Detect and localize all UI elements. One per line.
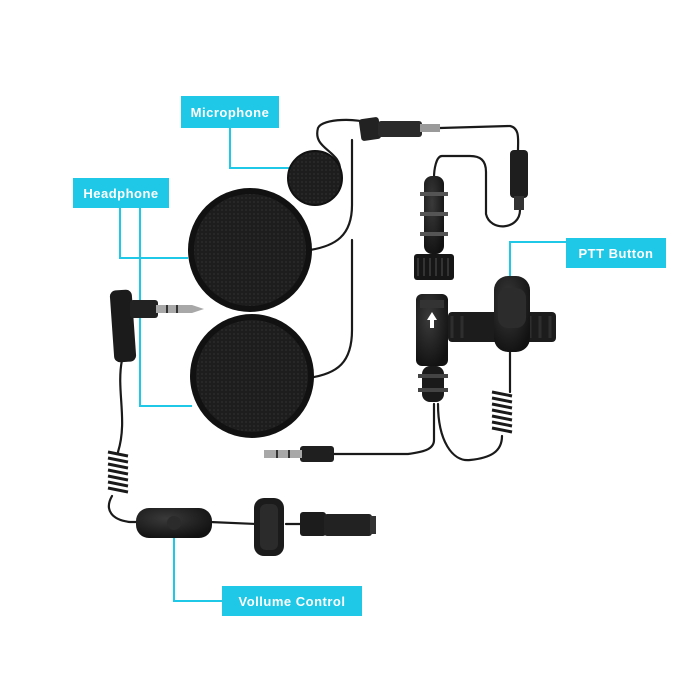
center-jack-lower xyxy=(416,294,448,402)
mic-connector xyxy=(358,117,440,141)
left-angled-plug xyxy=(109,289,204,363)
top-right-connector xyxy=(510,150,528,210)
microphone-leader-line xyxy=(229,126,290,169)
volume-control xyxy=(136,498,284,556)
callout-lines xyxy=(119,126,566,602)
volume-control-label: Vollume Control xyxy=(222,586,362,616)
headphone-leader-line-upper xyxy=(119,208,188,259)
right-coil xyxy=(491,390,513,434)
straight-plug xyxy=(264,446,334,462)
headphone-lower xyxy=(190,314,314,438)
microphone-label: Microphone xyxy=(181,96,279,128)
ptt-button-label: PTT Button xyxy=(566,238,666,268)
center-jack-upper xyxy=(414,176,454,280)
left-coil xyxy=(107,450,129,494)
headphone-upper xyxy=(188,188,312,312)
headphone-label: Headphone xyxy=(73,178,169,208)
headphone-leader-line-lower xyxy=(139,208,192,407)
volume-leader-line xyxy=(173,538,222,602)
ptt-button xyxy=(448,276,556,352)
female-socket xyxy=(300,512,376,536)
cables xyxy=(107,118,522,526)
ptt-leader-line xyxy=(509,241,566,276)
microphone-pad xyxy=(287,150,343,206)
